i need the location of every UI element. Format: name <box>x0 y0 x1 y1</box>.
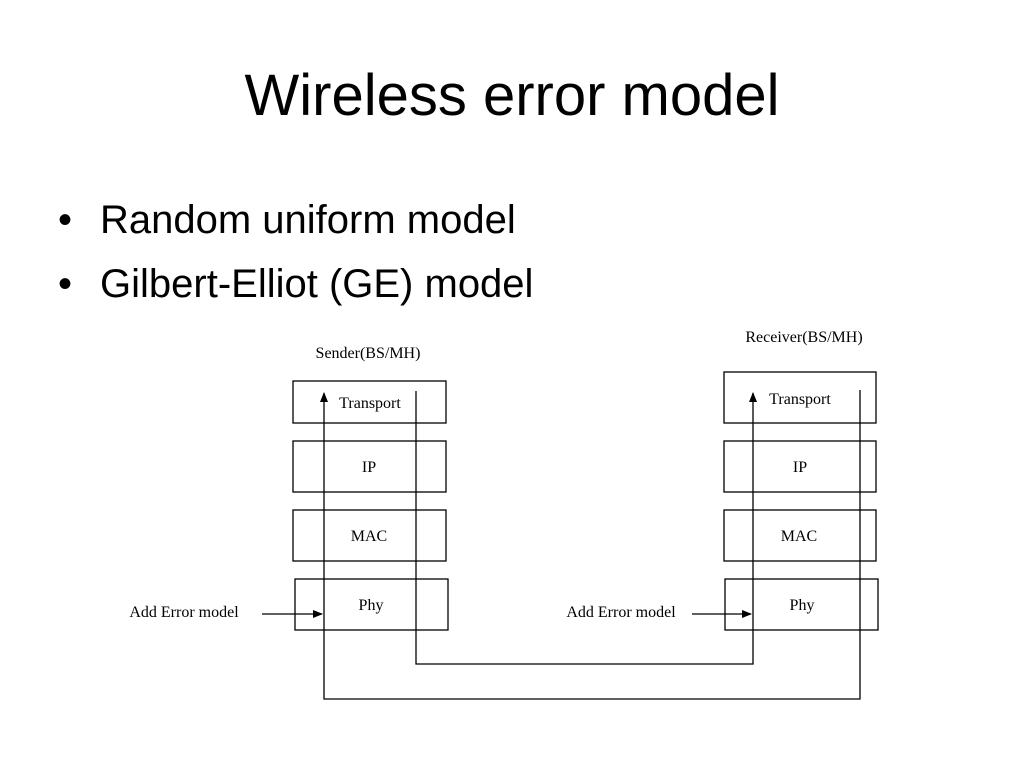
receiver-mac-label: MAC <box>781 528 817 545</box>
receiver-phy-layer <box>724 578 879 631</box>
receiver-label: Receiver(BS/MH) <box>745 329 862 346</box>
receiver-phy-label: Phy <box>790 597 815 614</box>
sender-error-model-label: Add Error model <box>129 604 239 621</box>
receiver-error-model-label: Add Error model <box>566 604 676 621</box>
receiver-ip-layer <box>723 440 877 493</box>
bullet-text: Gilbert-Elliot (GE) model <box>100 262 534 306</box>
receiver-to-sender-path <box>320 390 861 700</box>
bullet-dot: • <box>58 198 73 242</box>
receiver-mac-layer <box>723 509 877 562</box>
sender-phy-label: Phy <box>359 597 384 614</box>
sender-transport-label: Transport <box>339 395 401 412</box>
sender-ip-label: IP <box>362 459 376 476</box>
sender-stack: Sender(BS/MH) Transport IP MAC Phy <box>292 345 449 631</box>
receiver-transport-label: Transport <box>769 391 831 408</box>
sender-phy-layer <box>294 578 449 631</box>
bullet-item: • Random uniform model <box>58 188 533 252</box>
sender-mac-layer <box>292 509 447 562</box>
sender-mac-label: MAC <box>351 528 387 545</box>
receiver-ip-label: IP <box>793 459 807 476</box>
sender-to-receiver-path <box>415 391 757 665</box>
bullet-list: • Random uniform model • Gilbert-Elliot (G… <box>58 188 533 316</box>
receiver-stack: Receiver(BS/MH) Transport IP MAC Phy <box>723 329 879 631</box>
sender-ip-layer <box>292 440 447 493</box>
sender-label: Sender(BS/MH) <box>316 345 421 362</box>
bullet-item: • Gilbert-Elliot (GE) model <box>58 252 533 316</box>
slide-title: Wireless error model <box>244 63 780 128</box>
bullet-dot: • <box>58 262 73 306</box>
bullet-text: Random uniform model <box>100 198 516 242</box>
sender-transport-layer <box>292 380 447 424</box>
